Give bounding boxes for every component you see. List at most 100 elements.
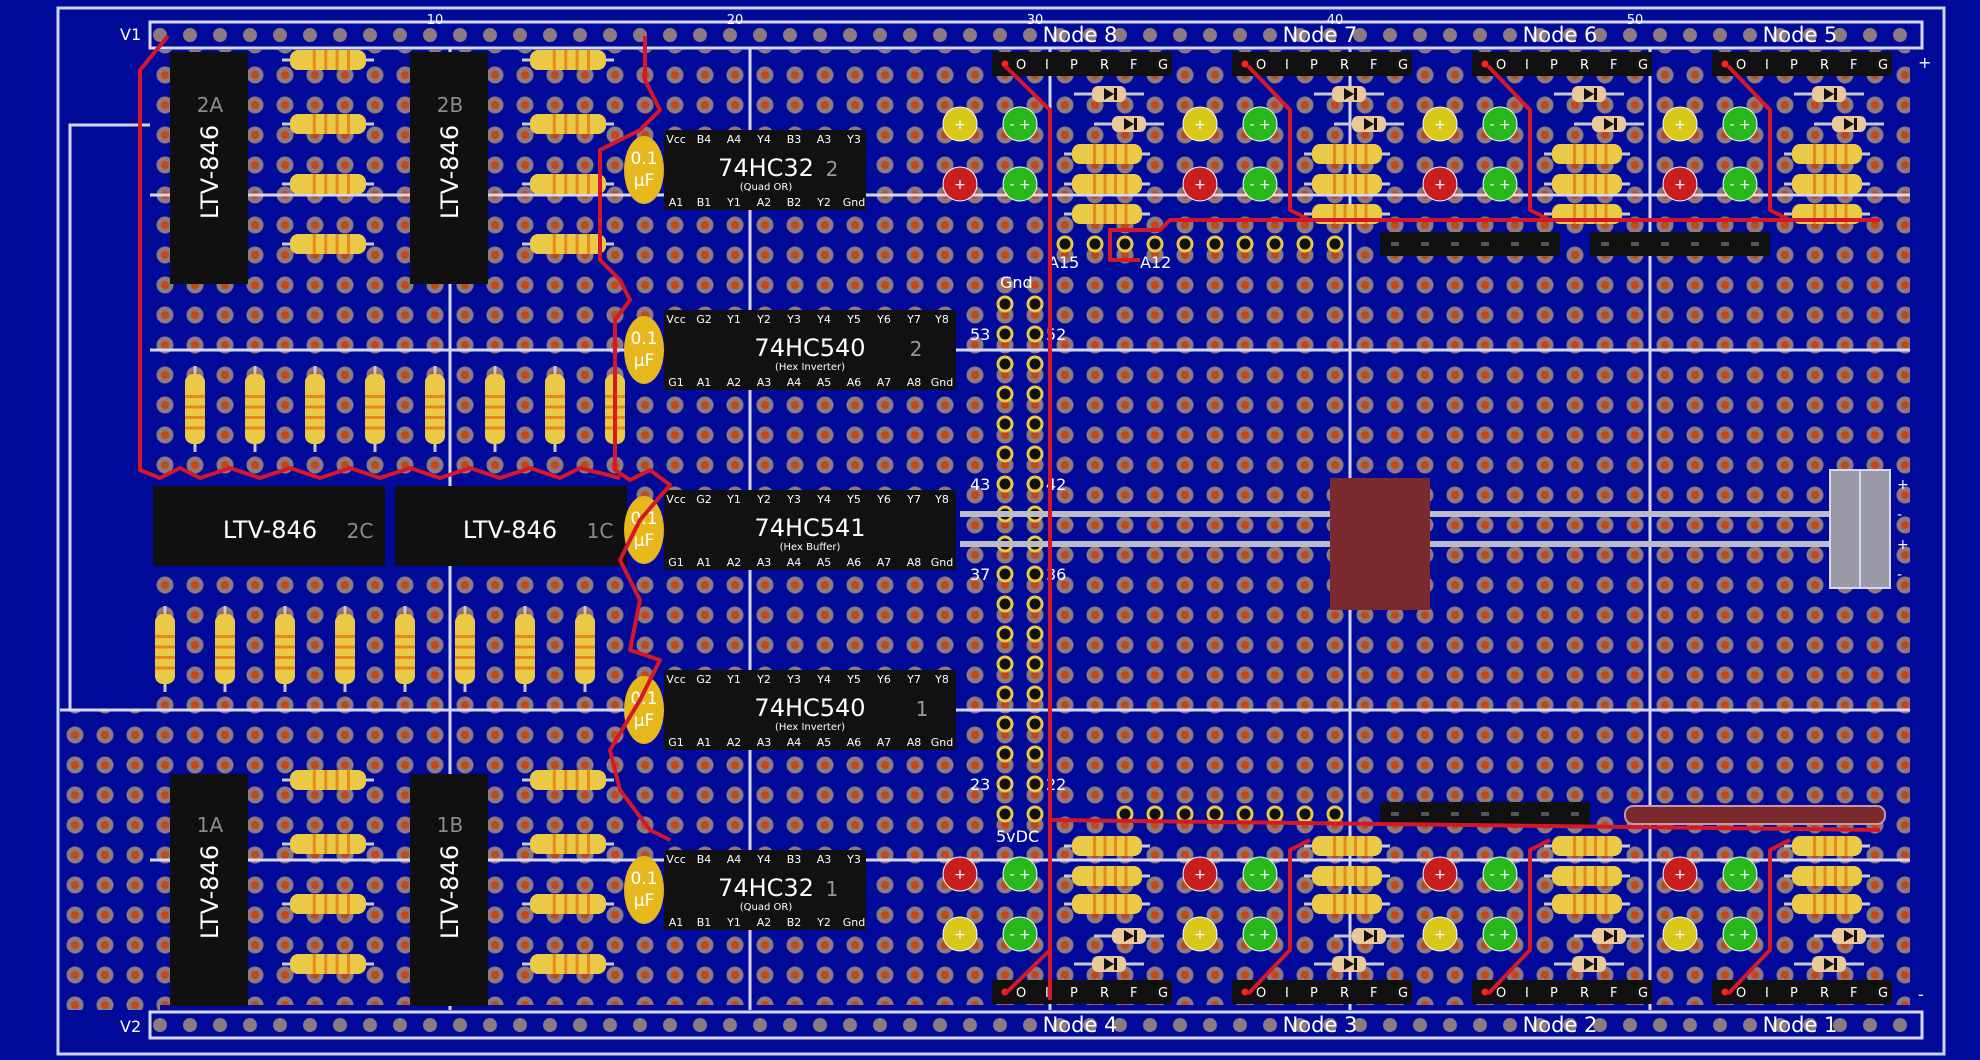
- chip-pin: Y1: [726, 673, 741, 686]
- led-yellow: [942, 106, 978, 142]
- chip-pin-labels: Vcc G2 Y1 Y2 Y3 Y4 Y5 Y6 Y7 Y8 G1 A1 A2 …: [666, 673, 953, 749]
- resistor-band: [1093, 866, 1096, 886]
- pin-header-pin: [1421, 242, 1429, 246]
- label-43: 43: [970, 475, 990, 494]
- chip-pin: A2: [727, 736, 742, 749]
- label-37: 37: [970, 565, 990, 584]
- resistor-band: [545, 426, 565, 430]
- connector-pin: [1026, 295, 1044, 313]
- resistor-band: [305, 395, 325, 398]
- resistor-band: [1114, 836, 1117, 856]
- header-pin: I: [1285, 986, 1289, 1001]
- rail-pad: [873, 1018, 887, 1032]
- chip-pin: B2: [787, 916, 802, 929]
- header-pin: O: [1736, 986, 1746, 1001]
- diode-band: [1134, 930, 1137, 942]
- resistor-band: [564, 50, 568, 70]
- header-pin: O: [1496, 58, 1506, 73]
- node-4-header: O I P R F G: [992, 980, 1172, 1004]
- board-outline: [56, 6, 1946, 1056]
- rail-pad: [213, 28, 227, 42]
- header-pin: I: [1045, 986, 1049, 1001]
- connector-pin: [1026, 655, 1044, 673]
- header-pin: O: [1496, 986, 1506, 1001]
- rail-pad: [1083, 28, 1097, 42]
- resistor-band: [1823, 174, 1827, 194]
- connector-pin: [1326, 805, 1344, 823]
- connector-pin: [1176, 805, 1194, 823]
- rail-pad: [333, 1018, 347, 1032]
- led-polarity: - +: [1489, 927, 1510, 943]
- connector-pin: [996, 625, 1014, 643]
- resistor-band: [1813, 204, 1816, 224]
- rail-pad: [1773, 1018, 1787, 1032]
- rail-pad: [603, 1018, 617, 1032]
- resistor-band: [1354, 894, 1357, 914]
- chip-pin: A7: [877, 556, 892, 569]
- resistor-band: [245, 405, 265, 409]
- resistor-band: [324, 834, 328, 854]
- optocoupler-2b: 2B LTV-846: [410, 52, 488, 284]
- chip-pin: Y1: [726, 493, 741, 506]
- resistor-band: [324, 50, 328, 70]
- connector-pin: [1116, 235, 1134, 253]
- led-polarity: +: [1434, 867, 1446, 883]
- led-yellow: [1662, 106, 1698, 142]
- chip-pin: Gnd: [931, 736, 953, 749]
- resistor-band: [1604, 836, 1608, 856]
- rail-pad: [963, 28, 977, 42]
- resistor-band: [215, 635, 235, 638]
- resistor-band: [324, 114, 328, 134]
- resistor-band: [275, 656, 295, 659]
- resistor: [1792, 144, 1862, 164]
- resistor-band: [564, 174, 568, 194]
- rail-pad: [663, 28, 677, 42]
- chip-pin: Y7: [906, 493, 921, 506]
- diode-symbol: [1844, 118, 1854, 130]
- rail-pad: [1593, 1018, 1607, 1032]
- chip-pin: A4: [787, 556, 802, 569]
- diode-band: [1354, 88, 1357, 100]
- rail-pad: [1683, 28, 1697, 42]
- rail-pad: [1143, 1018, 1157, 1032]
- resistor: [1792, 866, 1862, 886]
- led-red: [1422, 166, 1458, 202]
- led-green: [1002, 106, 1038, 142]
- resistor-band: [545, 395, 565, 398]
- resistor-band: [564, 770, 568, 790]
- header-pin: R: [1340, 58, 1349, 73]
- led-polarity: - +: [1249, 117, 1270, 133]
- node-title-7: Node 7: [1283, 23, 1358, 47]
- chip-pin: G2: [696, 493, 712, 506]
- header-pin: I: [1045, 58, 1049, 73]
- bus-bar: [1624, 805, 1886, 825]
- resistor-band: [1594, 204, 1597, 224]
- chip-pin: G2: [696, 673, 712, 686]
- header-pin: F: [1850, 58, 1857, 73]
- led-polarity: +: [1194, 177, 1206, 193]
- node-2-header: O I P R F G: [1472, 980, 1652, 1004]
- rail-label-v2: V2: [120, 1017, 141, 1036]
- resistor-band: [395, 635, 415, 638]
- resistor-band: [312, 834, 316, 854]
- chip-pin: A3: [757, 376, 772, 389]
- resistor-band: [1364, 836, 1368, 856]
- connector-pin: [1146, 805, 1164, 823]
- resistor-band: [564, 114, 568, 134]
- rail-pad: [1833, 1018, 1847, 1032]
- resistor-band: [347, 114, 350, 134]
- rail-pad: [753, 28, 767, 42]
- chip-pin: Y2: [756, 493, 771, 506]
- rail-pad: [1893, 28, 1907, 42]
- chip-pin: Y2: [756, 673, 771, 686]
- led-polarity: - +: [1009, 117, 1030, 133]
- connector-pin: [1026, 595, 1044, 613]
- header-pin: I: [1525, 58, 1529, 73]
- rail-pad: [243, 1018, 257, 1032]
- resistor-band: [1594, 836, 1597, 856]
- chip-pin: B1: [697, 196, 712, 209]
- led-red: [1182, 856, 1218, 892]
- resistor-band: [335, 834, 339, 854]
- chip-74hc540-1: Vcc G2 Y1 Y2 Y3 Y4 Y5 Y6 Y7 Y8 G1 A1 A2 …: [664, 670, 956, 750]
- chip-pin: Y5: [846, 313, 861, 326]
